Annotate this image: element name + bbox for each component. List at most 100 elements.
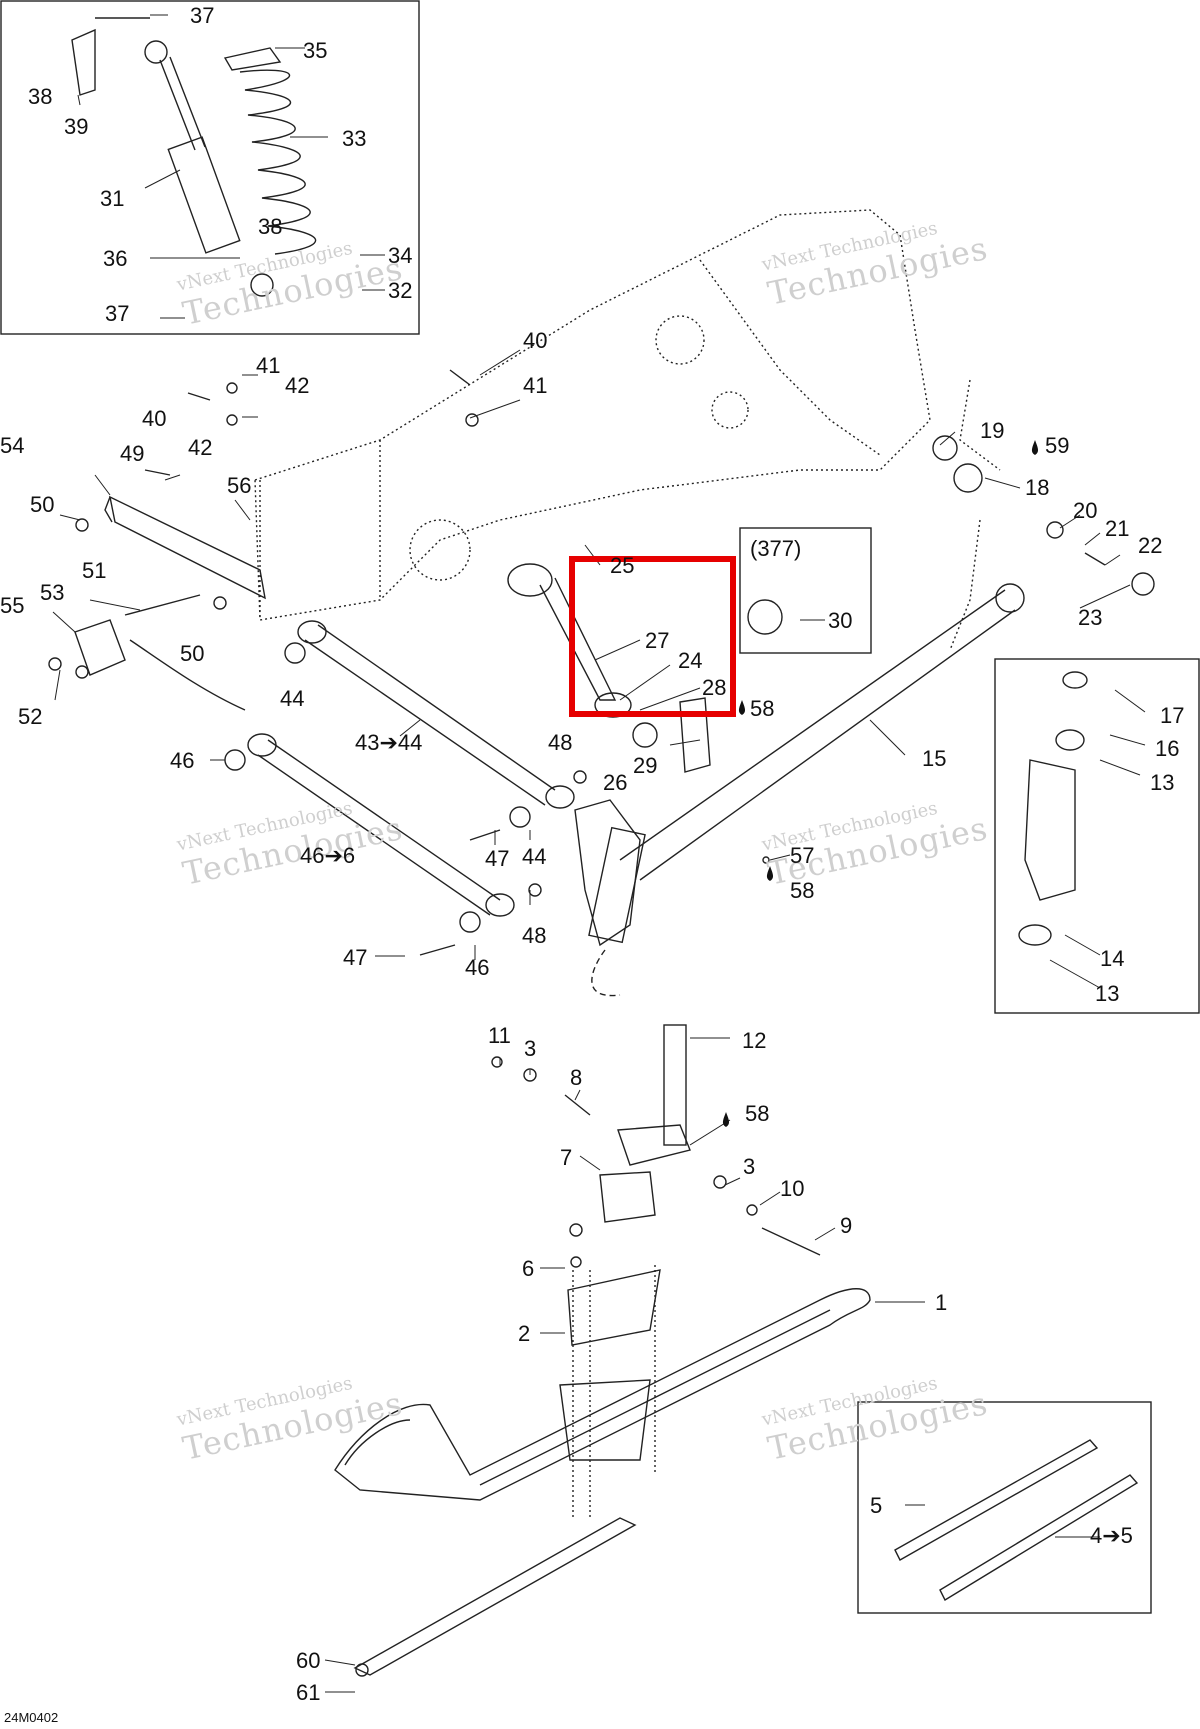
ref-377-box (739, 527, 872, 654)
ref-box-label: (377) (750, 536, 802, 561)
callout-16[interactable]: 16 (1155, 736, 1180, 761)
callout-18[interactable]: 18 (1025, 475, 1050, 500)
carbide-inset-box (857, 1401, 1152, 1614)
callout-37[interactable]: 37 (190, 3, 215, 28)
leader-lines (52, 14, 1146, 1693)
callout-48[interactable]: 48 (548, 730, 573, 755)
sleeve-8 (564, 1094, 591, 1116)
callout-60[interactable]: 60 (296, 1648, 321, 1673)
hardware (48, 369, 1155, 1268)
callout-46[interactable]: 46 (170, 748, 195, 773)
bolt-9 (761, 1227, 821, 1256)
callout-46[interactable]: 46 (465, 955, 490, 980)
callout-35[interactable]: 35 (303, 38, 328, 63)
callout-6[interactable]: 6 (522, 1256, 535, 1281)
callout-40[interactable]: 40 (523, 328, 548, 353)
callout-15[interactable]: 15 (922, 746, 947, 771)
callout-25[interactable]: 25 (610, 553, 635, 578)
callout-33[interactable]: 33 (342, 126, 367, 151)
callout-52[interactable]: 52 (18, 704, 43, 729)
callout-4-5[interactable]: 4➔5 (1090, 1523, 1133, 1548)
callout-42[interactable]: 42 (285, 373, 310, 398)
shock-inset-box (0, 0, 420, 335)
spindle (617, 1024, 691, 1166)
callout-13[interactable]: 13 (1150, 770, 1175, 795)
callout-30[interactable]: 30 (828, 608, 853, 633)
callout-58[interactable]: 58 (750, 696, 775, 721)
callout-17[interactable]: 17 (1160, 703, 1185, 728)
arrow-curve (129, 639, 246, 711)
callout-21[interactable]: 21 (1105, 516, 1130, 541)
spindle-housing (574, 799, 646, 947)
callout-22[interactable]: 22 (1138, 533, 1163, 558)
callout-48[interactable]: 48 (522, 923, 547, 948)
callout-50[interactable]: 50 (30, 492, 55, 517)
radius-rod (619, 583, 1025, 881)
callout-23[interactable]: 23 (1078, 605, 1103, 630)
callout-20[interactable]: 20 (1073, 498, 1098, 523)
callout-47[interactable]: 47 (485, 846, 510, 871)
callout-40[interactable]: 40 (142, 406, 167, 431)
callout-29[interactable]: 29 (633, 753, 658, 778)
shock-absorber (71, 17, 274, 297)
callout-27[interactable]: 27 (645, 628, 670, 653)
callout-57[interactable]: 57 (790, 843, 815, 868)
wear-bar (353, 1517, 637, 1677)
callout-8[interactable]: 8 (570, 1065, 583, 1090)
drawing-id: 24M0402 (4, 1710, 59, 1725)
callout-43-44[interactable]: 43➔44 (355, 730, 423, 755)
callout-24[interactable]: 24 (678, 648, 703, 673)
callout-54[interactable]: 54 (0, 433, 25, 458)
callout-3[interactable]: 3 (743, 1154, 756, 1179)
callout-56[interactable]: 56 (227, 473, 252, 498)
callout-58[interactable]: 58 (790, 878, 815, 903)
callout-14[interactable]: 14 (1100, 946, 1125, 971)
bushing-7 (599, 1171, 656, 1223)
callout-51[interactable]: 51 (82, 558, 107, 583)
callout-7[interactable]: 7 (560, 1145, 573, 1170)
bracket-55 (74, 619, 126, 676)
ski (334, 1288, 871, 1501)
callout-38[interactable]: 38 (28, 84, 53, 109)
spring (223, 47, 317, 255)
callout-53[interactable]: 53 (40, 580, 65, 605)
callout-3[interactable]: 3 (524, 1036, 537, 1061)
callout-37[interactable]: 37 (105, 301, 130, 326)
callout-11[interactable]: 11 (488, 1023, 511, 1048)
callout-32[interactable]: 32 (388, 278, 413, 303)
callout-46-6[interactable]: 46➔6 (300, 843, 356, 868)
callout-19[interactable]: 19 (980, 418, 1005, 443)
callout-44[interactable]: 44 (280, 686, 305, 711)
callout-42[interactable]: 42 (188, 435, 213, 460)
callout-34[interactable]: 34 (388, 243, 413, 268)
callout-61[interactable]: 61 (296, 1680, 321, 1705)
callout-47[interactable]: 47 (343, 945, 368, 970)
callout-12[interactable]: 12 (742, 1028, 767, 1053)
callout-10[interactable]: 10 (780, 1176, 805, 1201)
callout-55[interactable]: 55 (0, 593, 25, 618)
callout-41[interactable]: 41 (523, 373, 548, 398)
callout-31[interactable]: 31 (100, 186, 125, 211)
callout-26[interactable]: 26 (603, 770, 628, 795)
callout-44[interactable]: 44 (522, 844, 547, 869)
ski-mount-2 (567, 1269, 661, 1346)
callout-59[interactable]: 59 (1045, 433, 1070, 458)
callout-38[interactable]: 38 (258, 214, 283, 239)
callout-2[interactable]: 2 (518, 1321, 531, 1346)
oil-drops (722, 440, 1039, 1127)
spindle-inset-parts (1018, 671, 1088, 946)
callout-9[interactable]: 9 (840, 1213, 853, 1238)
frame-outline (254, 209, 1001, 651)
highlight-box (569, 556, 736, 717)
callout-28[interactable]: 28 (702, 675, 727, 700)
callout-49[interactable]: 49 (120, 441, 145, 466)
callout-1[interactable]: 1 (935, 1290, 948, 1315)
callout-41[interactable]: 41 (256, 353, 281, 378)
callout-13[interactable]: 13 (1095, 981, 1120, 1006)
callout-36[interactable]: 36 (103, 246, 128, 271)
callout-39[interactable]: 39 (64, 114, 89, 139)
callout-5[interactable]: 5 (870, 1493, 883, 1518)
callout-58[interactable]: 58 (745, 1101, 770, 1126)
carbide-runners (894, 1439, 1139, 1601)
callout-50[interactable]: 50 (180, 641, 205, 666)
